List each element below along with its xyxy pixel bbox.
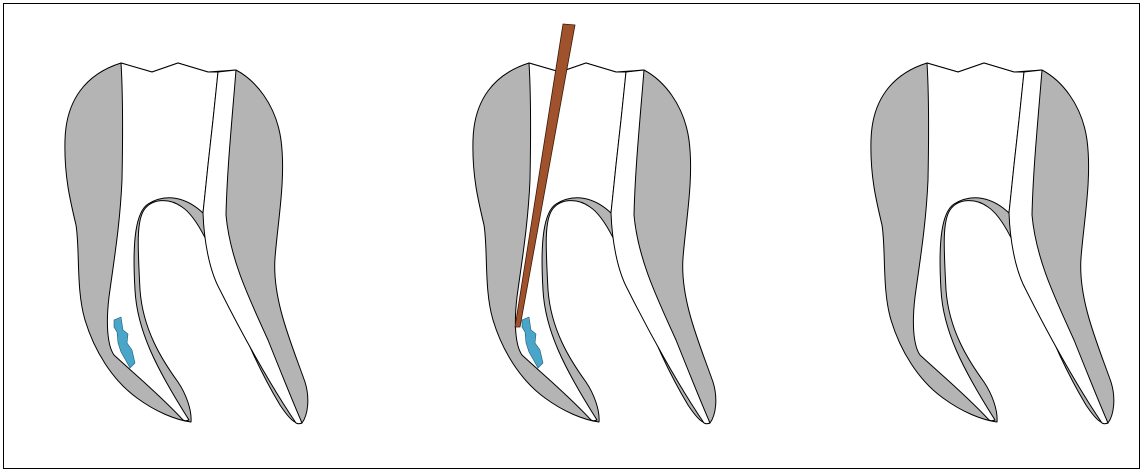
tooth-panel-instrument-bypass xyxy=(473,24,716,424)
tooth-outline xyxy=(473,63,716,424)
tooth-outline xyxy=(871,63,1114,424)
tooth-outline xyxy=(65,63,308,424)
tooth-panel-fragment-removed xyxy=(871,63,1114,424)
tooth-panel-fragment-in-canal xyxy=(65,63,308,424)
